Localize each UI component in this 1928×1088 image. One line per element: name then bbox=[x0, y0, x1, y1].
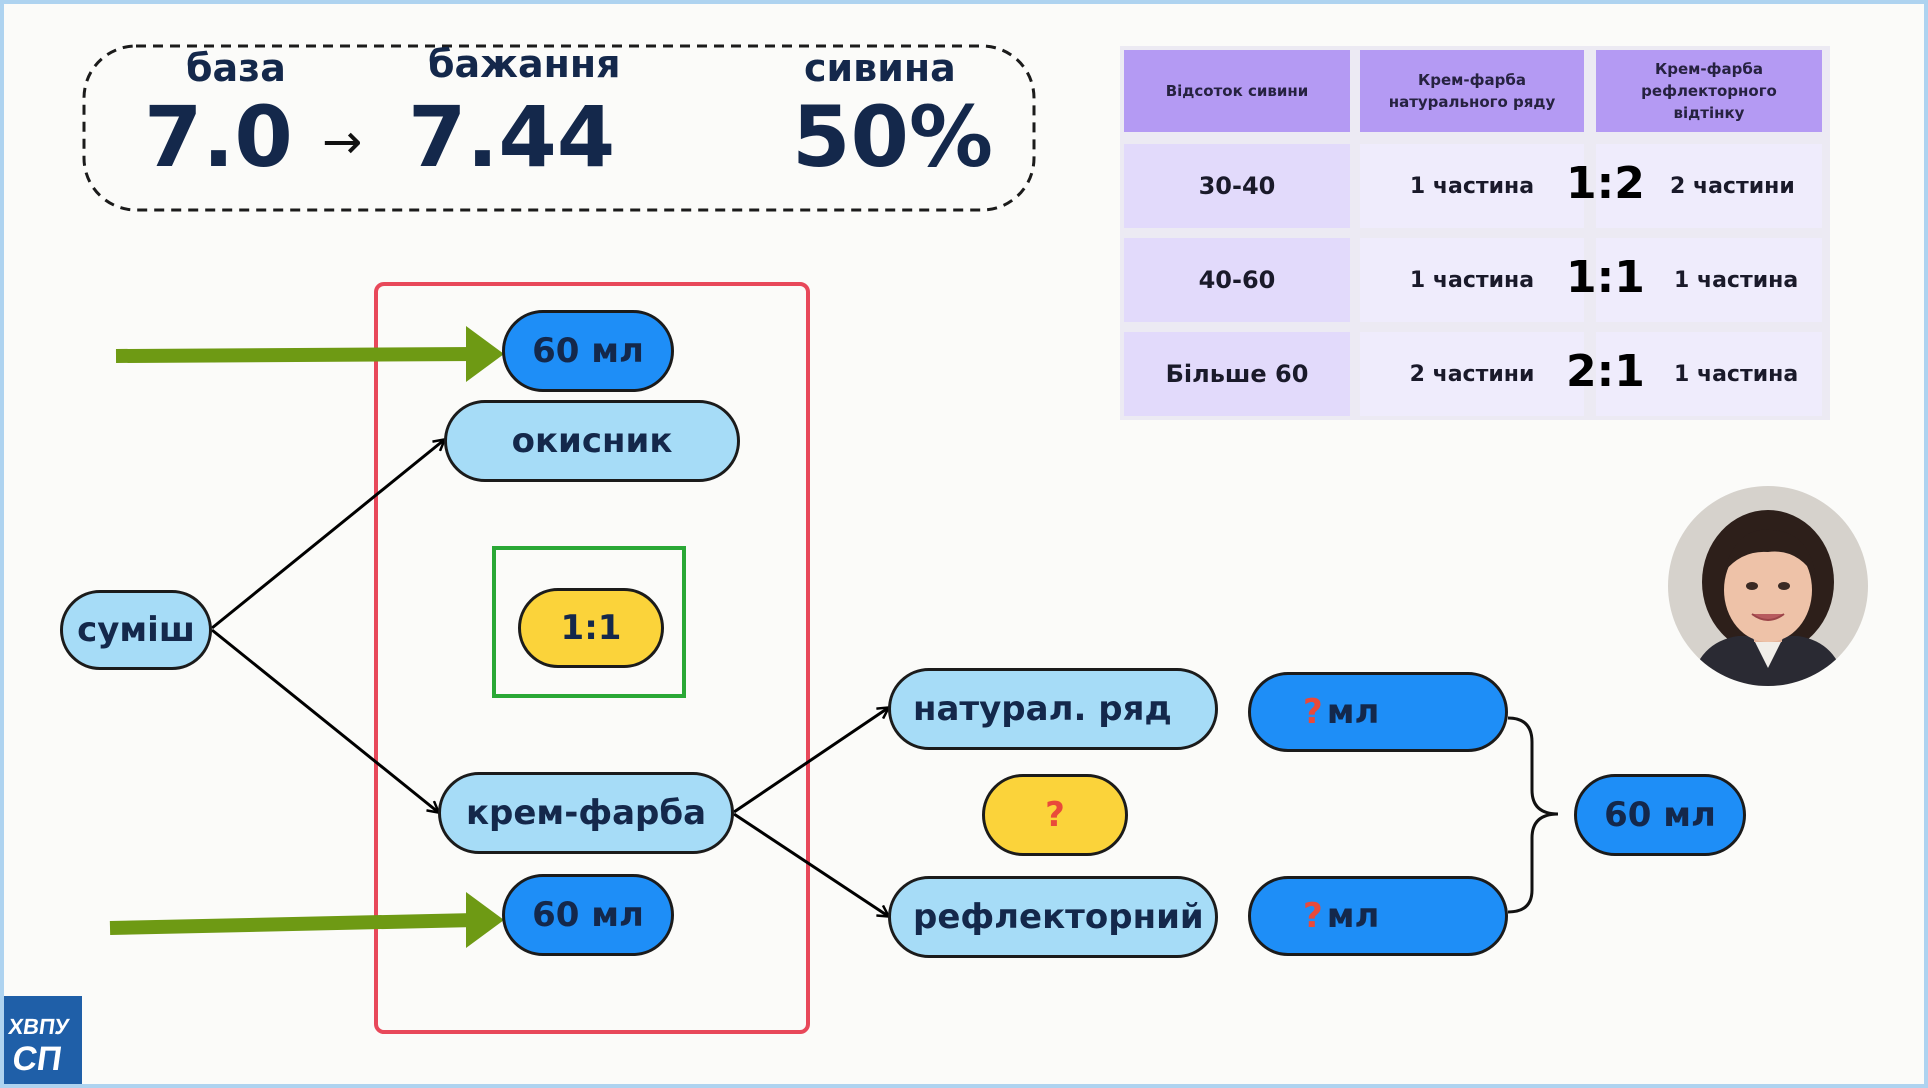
table-row-2-ratio: 1:1 bbox=[1566, 252, 1645, 303]
table-row-2-percent: 40-60 bbox=[1124, 238, 1350, 322]
desired-value: 7.44 bbox=[408, 88, 616, 186]
arrow-mix-to-oxidizer bbox=[211, 440, 444, 630]
table-header-percent: Відсоток сивини bbox=[1124, 50, 1350, 132]
green-arrow-top bbox=[115, 326, 504, 382]
question-mark: ? bbox=[1045, 795, 1065, 835]
node-oxidizer: окисник bbox=[444, 400, 740, 482]
question-mark: ? bbox=[1303, 896, 1323, 936]
table-row-1-ratio: 1:2 bbox=[1566, 158, 1645, 209]
node-natural-amount: ?мл bbox=[1248, 672, 1508, 752]
node-mix: суміш bbox=[60, 590, 212, 670]
node-cream-amount: 60 мл bbox=[502, 874, 674, 956]
brace bbox=[1507, 716, 1559, 914]
institution-logo: ХВПУ СП bbox=[4, 996, 82, 1084]
table-row-1-reflective: 2 частини bbox=[1596, 144, 1822, 228]
question-mark: ? bbox=[1303, 692, 1323, 732]
node-mix-ratio: 1:1 bbox=[518, 588, 664, 668]
node-natural: натурал. ряд bbox=[888, 668, 1218, 750]
unit-ml: мл bbox=[1326, 692, 1380, 732]
presenter-avatar bbox=[1668, 486, 1868, 686]
gray-value: 50% bbox=[792, 88, 994, 186]
table-header-natural: Крем-фарба натурального ряду bbox=[1360, 50, 1584, 132]
unit-ml: мл bbox=[1326, 896, 1380, 936]
table-row-1-natural: 1 частина bbox=[1360, 144, 1584, 228]
arrow-mix-to-cream bbox=[211, 628, 438, 812]
base-label: база bbox=[186, 46, 286, 90]
logo-line-1: ХВПУ bbox=[7, 1014, 71, 1039]
table-row-3-ratio: 2:1 bbox=[1566, 346, 1645, 397]
table-row-3-reflective: 1 частина bbox=[1596, 332, 1822, 416]
base-value: 7.0 bbox=[144, 88, 293, 186]
table-row-2-reflective: 1 частина bbox=[1596, 238, 1822, 322]
node-cream-color: крем-фарба bbox=[438, 772, 734, 854]
node-reflective: рефлекторний bbox=[888, 876, 1218, 958]
table-header-reflective: Крем-фарба рефлекторного відтінку bbox=[1596, 50, 1822, 132]
gray-label: сивина bbox=[804, 46, 956, 90]
logo-line-2: СП bbox=[10, 1040, 64, 1078]
ratio-table: Відсоток сивини Крем-фарба натурального … bbox=[1120, 46, 1830, 420]
table-row-1-percent: 30-40 bbox=[1124, 144, 1350, 228]
green-frame bbox=[492, 546, 686, 698]
arrow-cream-to-natural bbox=[733, 708, 888, 814]
table-row-3-natural: 2 частини bbox=[1360, 332, 1584, 416]
node-unknown-ratio: ? bbox=[982, 774, 1128, 856]
node-oxidizer-amount: 60 мл bbox=[502, 310, 674, 392]
red-frame bbox=[374, 282, 810, 1034]
green-arrow-bottom bbox=[109, 892, 504, 948]
node-reflective-amount: ?мл bbox=[1248, 876, 1508, 956]
header-dashed-box bbox=[82, 44, 1036, 212]
arrow-glyph: → bbox=[322, 114, 363, 170]
desired-label: бажання bbox=[428, 42, 621, 86]
table-row-2-natural: 1 частина bbox=[1360, 238, 1584, 322]
arrow-cream-to-reflective bbox=[733, 812, 888, 916]
node-total-amount: 60 мл bbox=[1574, 774, 1746, 856]
table-row-3-percent: Більше 60 bbox=[1124, 332, 1350, 416]
